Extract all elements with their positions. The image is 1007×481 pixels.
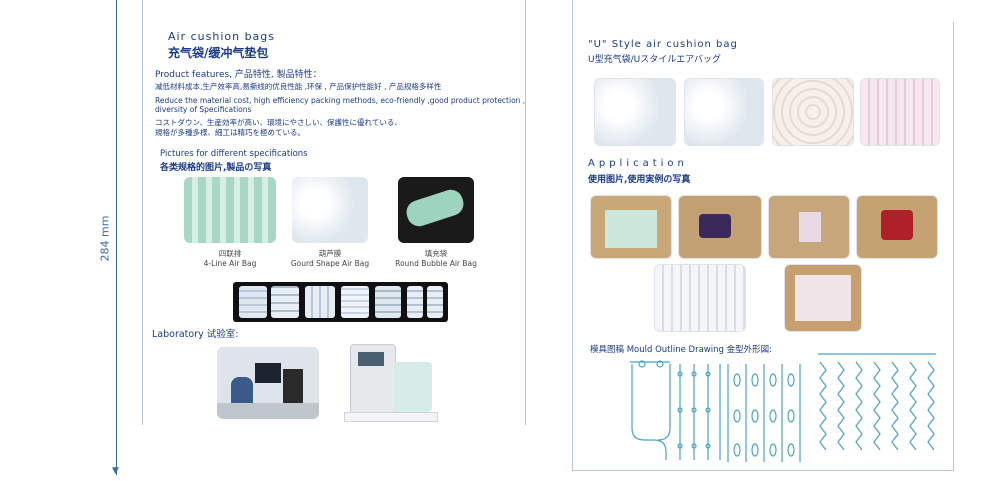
application-photo-6: [784, 264, 862, 332]
spec-caption-cn-2: 葫芦膜: [318, 249, 342, 258]
mould-heading: 模具图稿 Mould Outline Drawing 金型外形図:: [590, 345, 772, 355]
spec-caption-cn-3: 填充袋: [424, 249, 448, 258]
pictures-heading-en: Pictures for different specifications: [160, 149, 308, 159]
left-page-border: [142, 0, 143, 425]
testing-machine-photo: [344, 342, 438, 422]
round-bubble-air-bag-photo: [398, 177, 474, 243]
lab-heading: Laboratory 试验室:: [152, 329, 239, 340]
right-page-border: [572, 0, 573, 470]
application-photo-5: [654, 264, 746, 332]
features-cn: 减低材料成本,生产效率高,易撕线的优良性能 ,环保 , 产品保护性能好 , 产品…: [155, 82, 442, 91]
dimension-label: 284 mm: [98, 215, 112, 262]
pictures-heading-cn: 各类规格的图片,製品の写真: [160, 163, 272, 173]
lab-workstation-photo: [217, 347, 319, 419]
u-bag-photo-3: [772, 78, 854, 146]
features-en-2: diversity of Specifications: [155, 105, 252, 114]
application-photo-4: [856, 195, 938, 259]
mould-drawing-3: [727, 364, 801, 462]
gourd-shape-air-bag-photo: [292, 177, 368, 243]
u-bag-photo-4: [860, 78, 940, 146]
bag-samples-strip: [233, 282, 448, 322]
application-subtitle: 使用图片,使用実例の写真: [588, 175, 691, 185]
mould-drawing-2: [677, 364, 721, 460]
u-bag-photo-2: [684, 78, 764, 146]
dimension-arrow-icon: ▼: [112, 466, 119, 476]
features-jp-1: コストダウン、生産効率が高い、環境にやさしい、保護性に優れている、: [155, 118, 402, 127]
mould-outline-drawings: [630, 353, 936, 462]
u-style-title: "U" Style air cushion bag: [588, 39, 738, 50]
title-cn: 充气袋/缓冲气垫包: [168, 46, 269, 60]
spec-caption-cn-1: 四联排: [218, 249, 242, 258]
spec-caption-en-2: Gourd Shape Air Bag: [290, 259, 370, 268]
features-en-1: Reduce the material cost, high efficienc…: [155, 96, 526, 105]
mould-drawing-1: [630, 360, 671, 460]
application-photo-1: [590, 195, 672, 259]
four-line-air-bag-photo: [184, 177, 276, 243]
application-photo-2: [678, 195, 762, 259]
application-photo-3: [768, 195, 850, 259]
application-title: Application: [588, 158, 688, 169]
u-bag-photo-1: [594, 78, 676, 146]
right-page-right-border: [953, 22, 954, 470]
spec-caption-en-1: 4-Line Air Bag: [203, 259, 257, 268]
title-en: Air cushion bags: [168, 30, 276, 43]
features-heading: Product features, 产品特性, 製品特性：: [155, 70, 322, 80]
u-style-subtitle: U型充气袋/Uスタイルエアバッグ: [588, 55, 721, 65]
dimension-line: [116, 0, 117, 475]
right-page-bottom-border: [572, 470, 954, 471]
features-jp-2: 規格が多種多様、細工は精巧を極めている。: [155, 128, 305, 137]
left-page-right-border: [525, 0, 526, 425]
mould-drawing-4: [818, 353, 936, 451]
spec-caption-en-3: Round Bubble Air Bag: [395, 259, 477, 268]
